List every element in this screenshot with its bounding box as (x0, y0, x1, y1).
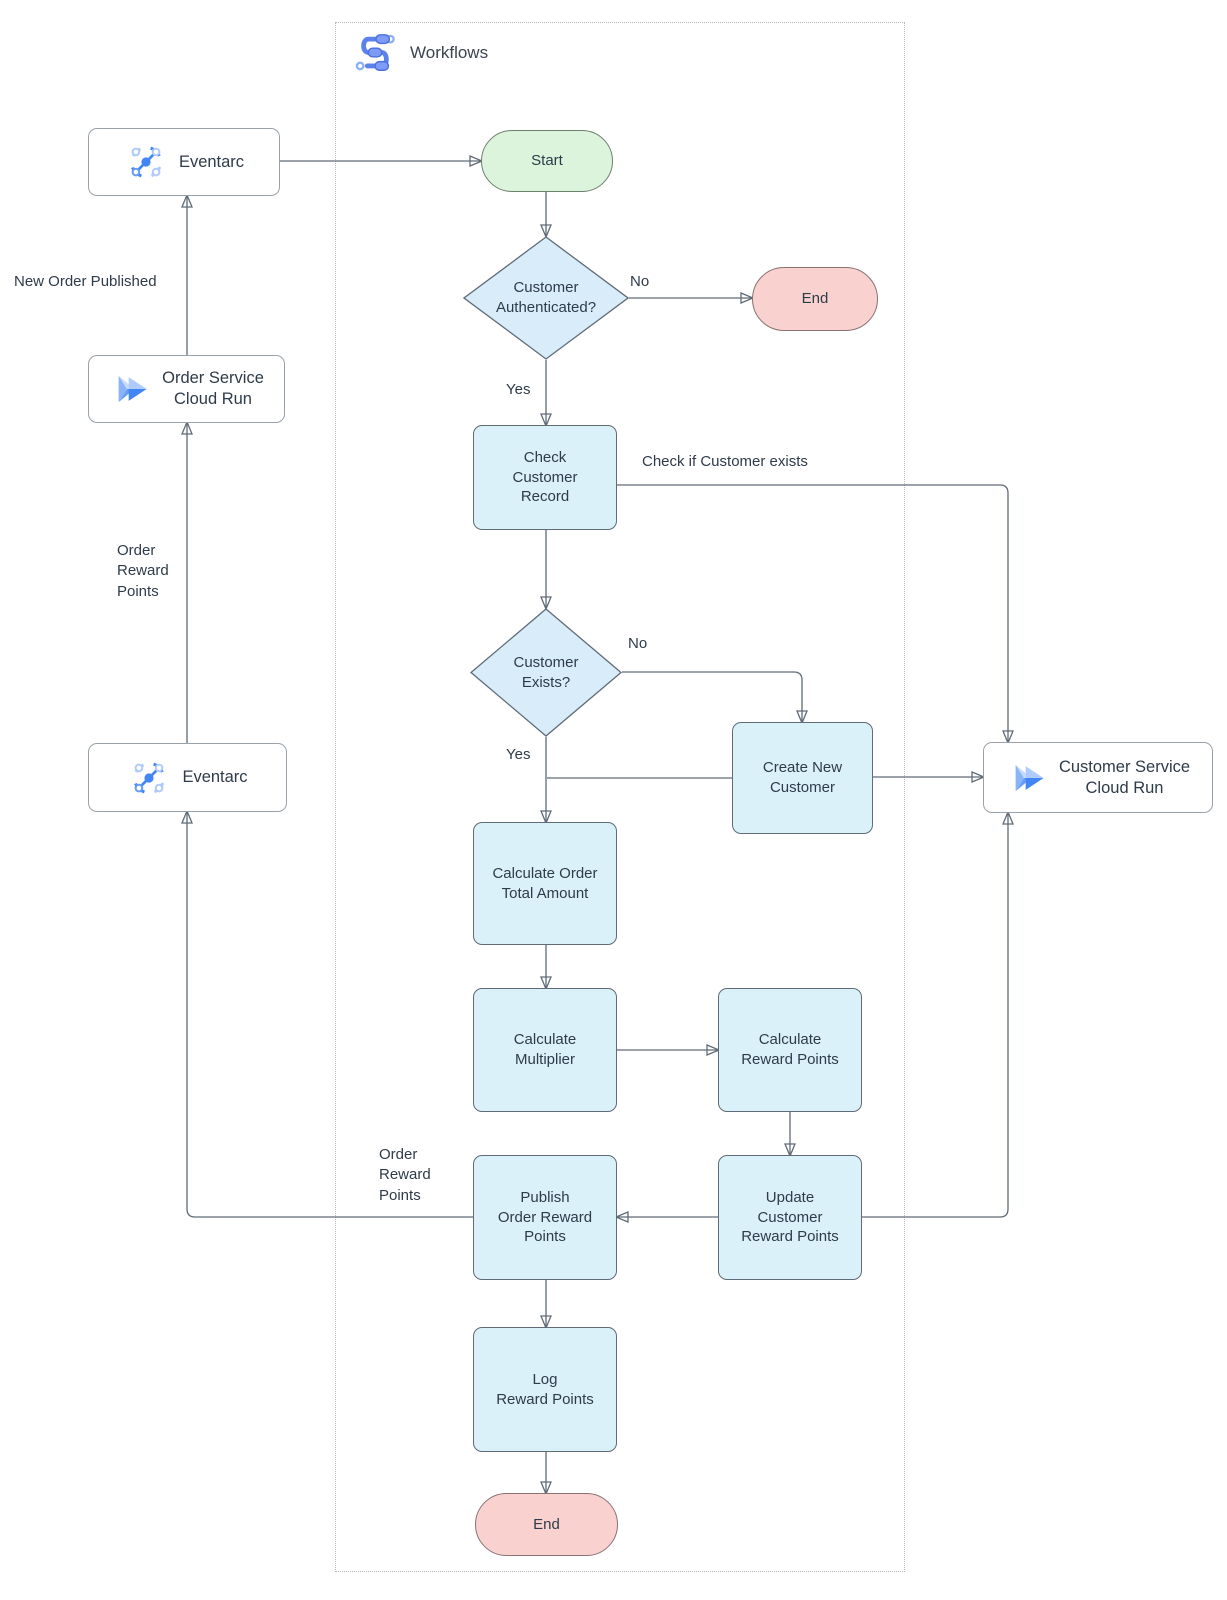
node-calculate-multiplier: Calculate Multiplier (473, 988, 617, 1112)
edge-label-exists-yes: Yes (506, 746, 531, 763)
node-label: Customer Authenticated? (495, 279, 597, 316)
node-label: Start (531, 152, 563, 170)
node-label: Calculate Multiplier (513, 1031, 577, 1068)
node-end-bottom: End (475, 1493, 618, 1556)
node-check-customer-record: Check Customer Record (473, 425, 617, 530)
node-label: End (801, 290, 829, 308)
workflows-icon (352, 30, 398, 76)
eventarc-icon (127, 756, 171, 800)
edge-label-auth-yes: Yes (506, 381, 531, 398)
cloud-run-icon (109, 368, 151, 410)
node-label: Calculate Reward Points (741, 1031, 839, 1068)
node-eventarc-bottom: Eventarc (88, 743, 287, 812)
decision-customer-exists: Customer Exists? (470, 608, 622, 737)
eventarc-icon (124, 140, 168, 184)
node-start: Start (481, 130, 613, 192)
node-label: Publish Order Reward Points (497, 1188, 593, 1246)
edge-label-new-order-published: New Order Published (14, 273, 157, 290)
node-calculate-reward-points: Calculate Reward Points (718, 988, 862, 1112)
node-label: Update Customer Reward Points (741, 1188, 839, 1246)
node-publish-order-reward-points: Publish Order Reward Points (473, 1155, 617, 1280)
node-label: Customer Exists? (513, 653, 579, 691)
node-label: Order Service Cloud Run (162, 369, 264, 408)
node-customer-service-cloud-run: Customer Service Cloud Run (983, 742, 1213, 813)
edge-label-exists-no: No (628, 635, 648, 652)
node-label: Calculate Order Total Amount (492, 864, 598, 902)
edge-label-check-if-customer-exists: Check if Customer exists (642, 453, 808, 470)
node-calculate-order-total: Calculate Order Total Amount (473, 822, 617, 945)
node-label: End (533, 1515, 560, 1533)
node-end-top: End (752, 267, 878, 331)
diamond-shape (463, 236, 629, 360)
workflows-title: Workflows (410, 43, 489, 62)
cloud-run-icon (1006, 757, 1048, 799)
node-label: Log Reward Points (496, 1370, 594, 1408)
node-label: Eventarc (182, 768, 248, 787)
workflows-container-frame (335, 22, 905, 1572)
node-label: Customer Service Cloud Run (1058, 757, 1191, 797)
node-update-customer-reward-points: Update Customer Reward Points (718, 1155, 862, 1280)
diamond-shape (470, 608, 622, 737)
node-label: Eventarc (178, 152, 245, 171)
workflows-header: Workflows (352, 30, 488, 76)
edge-label-auth-no: No (630, 273, 650, 290)
decision-customer-authenticated: Customer Authenticated? (463, 236, 629, 360)
node-label: Create New Customer (762, 759, 843, 796)
edge-label-order-reward-points-publish: Order Reward Points (379, 1146, 431, 1204)
node-order-service-cloud-run: Order Service Cloud Run (88, 355, 285, 423)
node-create-new-customer: Create New Customer (732, 722, 873, 834)
node-log-reward-points: Log Reward Points (473, 1327, 617, 1452)
node-label: Check Customer Record (512, 448, 578, 506)
edge-label-order-reward-points-left: Order Reward Points (117, 542, 169, 600)
node-eventarc-top: Eventarc (88, 128, 280, 196)
